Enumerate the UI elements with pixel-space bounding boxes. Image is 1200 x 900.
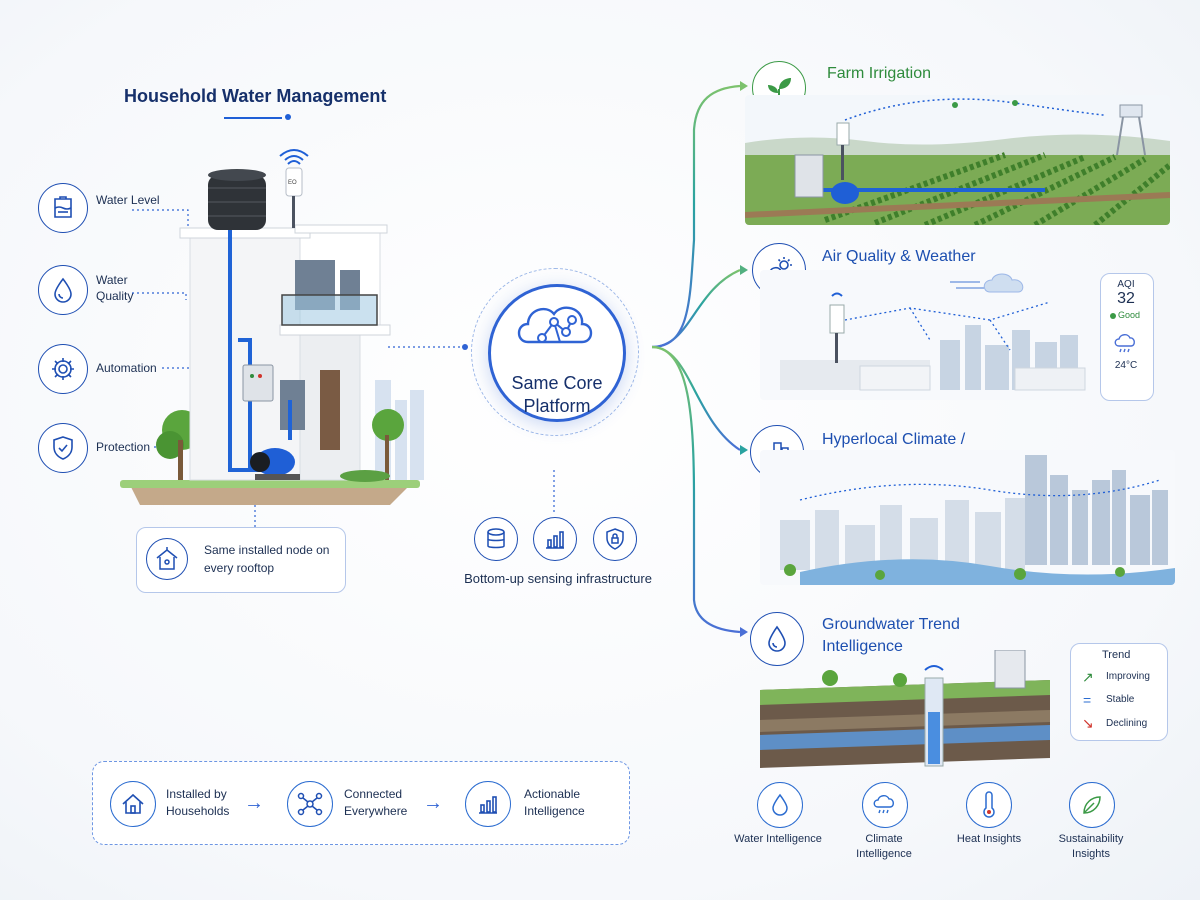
bar-chart-icon (533, 517, 577, 561)
status-dot (1110, 313, 1116, 319)
farm-irrigation-scene (745, 95, 1170, 225)
insight-label: Sustainability Insights (1058, 833, 1124, 860)
cloud-network-icon (517, 306, 593, 344)
household-title: Household Water Management (124, 86, 387, 106)
database-icon (474, 517, 518, 561)
insight-label: Climate Intelligence (856, 833, 912, 860)
title-underline (224, 117, 282, 119)
hub-label: Same Core Platform (511, 373, 603, 416)
feature-label: Automation (96, 361, 157, 375)
trend-improving: Improving (1106, 671, 1150, 682)
trend-stable: Stable (1106, 694, 1135, 705)
air-quality-scene (760, 270, 1100, 400)
feature-label: Protection (96, 440, 151, 454)
city-scene (760, 450, 1175, 585)
equals-icon: = (1083, 692, 1092, 708)
shield-check-icon (38, 423, 88, 473)
insight-label: Water Intelligence (734, 833, 822, 845)
trend-declining: Declining (1106, 718, 1148, 729)
title-underline-dot (285, 114, 291, 120)
core-platform-hub (488, 284, 626, 422)
feature-protection (38, 423, 88, 473)
aqi-label: AQI (1117, 279, 1135, 290)
water-tank-icon (38, 183, 88, 233)
house-illustration: EO (120, 149, 424, 505)
node-card-text: Same installed node on every rooftop (204, 543, 330, 575)
thermometer-icon (966, 782, 1012, 828)
droplet-icon (750, 612, 804, 666)
leaf-icon (1069, 782, 1115, 828)
flow-card (92, 761, 630, 845)
trend-legend (1070, 643, 1168, 741)
hub-outer-ring (471, 268, 639, 436)
aqi-status: Good (1118, 310, 1141, 320)
gear-icon (38, 344, 88, 394)
aqi-card (1100, 273, 1154, 401)
flow-step-label: Actionable Intelligence (524, 787, 585, 818)
sensor-label: EO (288, 180, 297, 186)
bar-chart-icon (465, 781, 511, 827)
insight-label: Heat Insights (956, 833, 1022, 845)
air-quality-title: Air Quality & Weather (822, 248, 976, 265)
flow-step-label: Connected Everywhere (344, 787, 408, 818)
arrow-down-icon: ↘ (1082, 715, 1094, 731)
feature-automation (38, 344, 88, 394)
cloud-rain-icon (862, 782, 908, 828)
feature-label: Water Quality (96, 273, 134, 303)
groundwater-scene (760, 650, 1050, 768)
arrow-up-icon: ↗ (1082, 669, 1094, 685)
aqi-temperature: 24°C (1114, 360, 1138, 371)
network-icon (287, 781, 333, 827)
rooftop-node-icon (146, 538, 188, 580)
trend-title: Trend (1102, 649, 1131, 661)
house-icon (110, 781, 156, 827)
feature-water-level (38, 183, 88, 233)
arrow-right-icon: → (423, 792, 443, 814)
cloud-rain-icon (1114, 334, 1135, 353)
groundwater-title: Groundwater Trend Intelligence (822, 616, 960, 655)
droplet-icon (757, 782, 803, 828)
shield-lock-icon (593, 517, 637, 561)
droplet-icon (38, 265, 88, 315)
infrastructure-label: Bottom-up sensing infrastructure (464, 571, 652, 586)
farm-irrigation-title: Farm Irrigation (827, 65, 932, 82)
aqi-value: 32 (1117, 290, 1135, 307)
arrow-right-icon: → (244, 792, 264, 814)
feature-water-quality (38, 265, 88, 315)
flow-step-label: Installed by Households (166, 787, 230, 818)
feature-label: Water Level (96, 193, 160, 207)
